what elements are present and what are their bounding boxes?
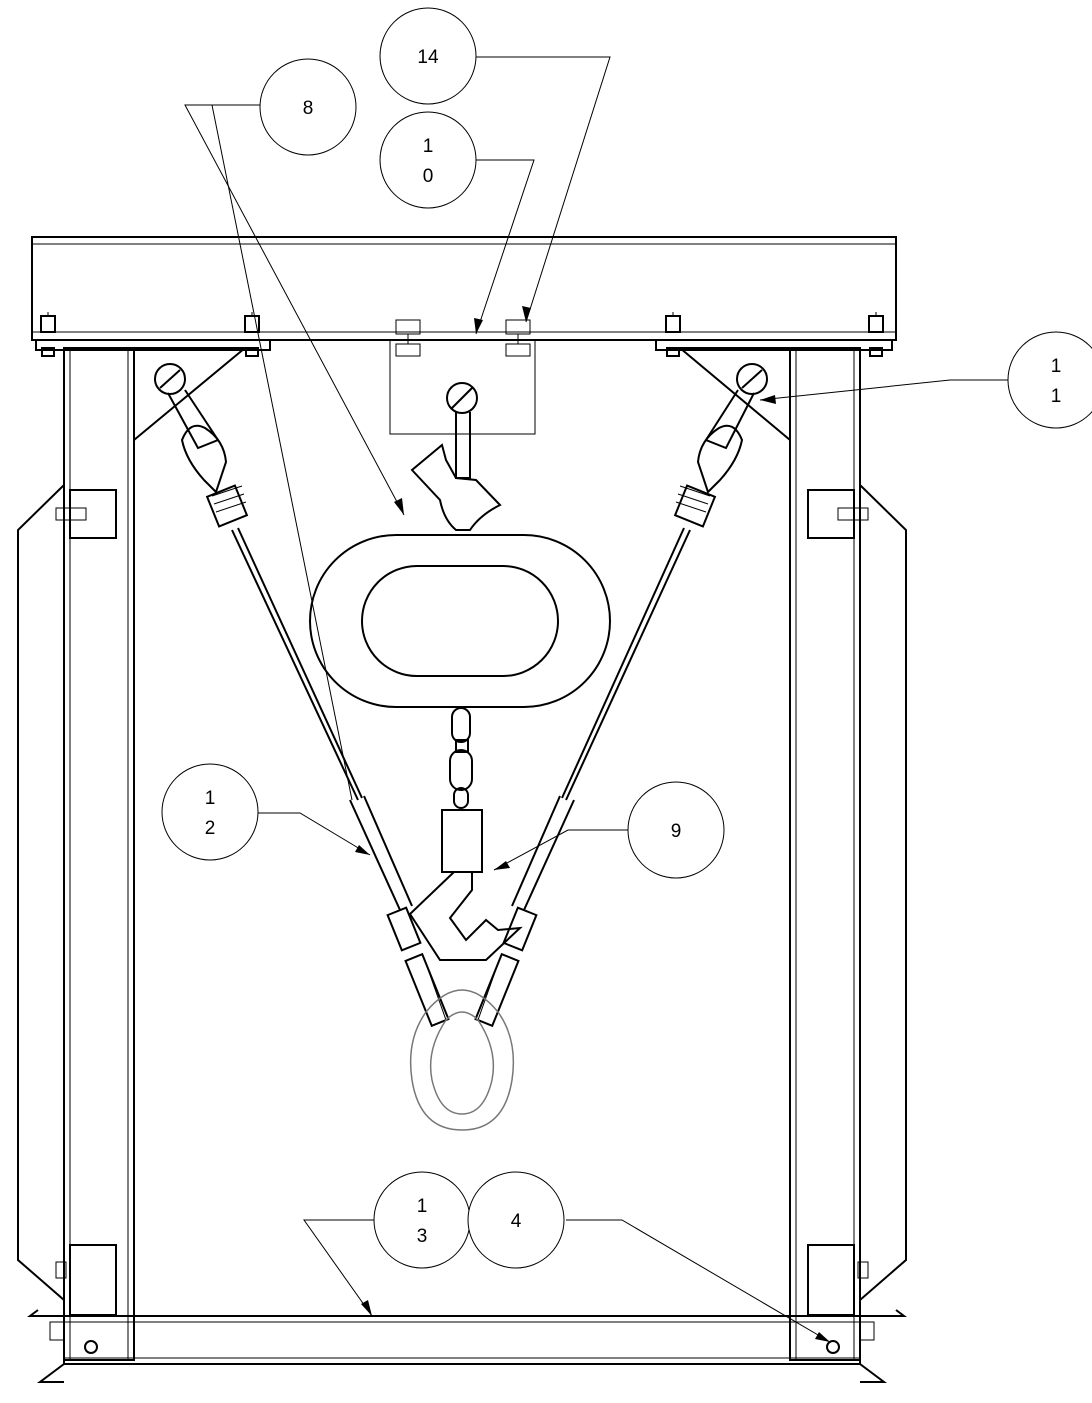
callout-10: 1 0 <box>379 111 477 209</box>
left-shackle <box>154 363 228 494</box>
bottom-beam <box>27 1309 907 1383</box>
right-shackle <box>696 363 768 494</box>
callout-14: 14 <box>379 7 477 105</box>
callout-label-line2: 0 <box>423 166 434 187</box>
callout-label: 14 <box>417 47 439 68</box>
callout-8: 8 <box>259 58 357 156</box>
callout-13: 1 3 <box>373 1171 471 1269</box>
mount-hole-left <box>84 1340 98 1354</box>
top-bolts <box>40 312 884 357</box>
center-clamp <box>389 319 536 435</box>
callout-9: 9 <box>627 781 725 879</box>
top-beam <box>31 236 897 435</box>
mount-hole-right <box>826 1340 840 1354</box>
load-cell-body <box>309 534 611 708</box>
leader-lines <box>184 56 1010 1343</box>
callout-label-line2: 1 <box>1051 386 1062 407</box>
lower-hook <box>408 809 523 961</box>
wire-rope-left <box>205 484 450 1028</box>
callout-label-line2: 2 <box>205 818 216 839</box>
callout-label: 9 <box>671 821 682 842</box>
callout-label-line2: 3 <box>417 1226 428 1247</box>
callout-label: 4 <box>511 1211 522 1232</box>
callout-label-line1: 1 <box>1051 356 1062 377</box>
callout-12: 1 2 <box>161 763 259 861</box>
callout-label-line1: 1 <box>423 136 434 157</box>
callout-label: 8 <box>303 98 314 119</box>
callout-11: 1 1 <box>1007 331 1092 429</box>
wire-rope-right <box>474 484 717 1028</box>
chain <box>449 707 473 809</box>
callout-4: 4 <box>467 1171 565 1269</box>
callout-label-line1: 1 <box>205 788 216 809</box>
upper-hook <box>410 382 502 531</box>
thimble <box>409 989 515 1131</box>
frame-posts <box>17 347 907 1361</box>
callout-label-line1: 1 <box>417 1196 428 1217</box>
